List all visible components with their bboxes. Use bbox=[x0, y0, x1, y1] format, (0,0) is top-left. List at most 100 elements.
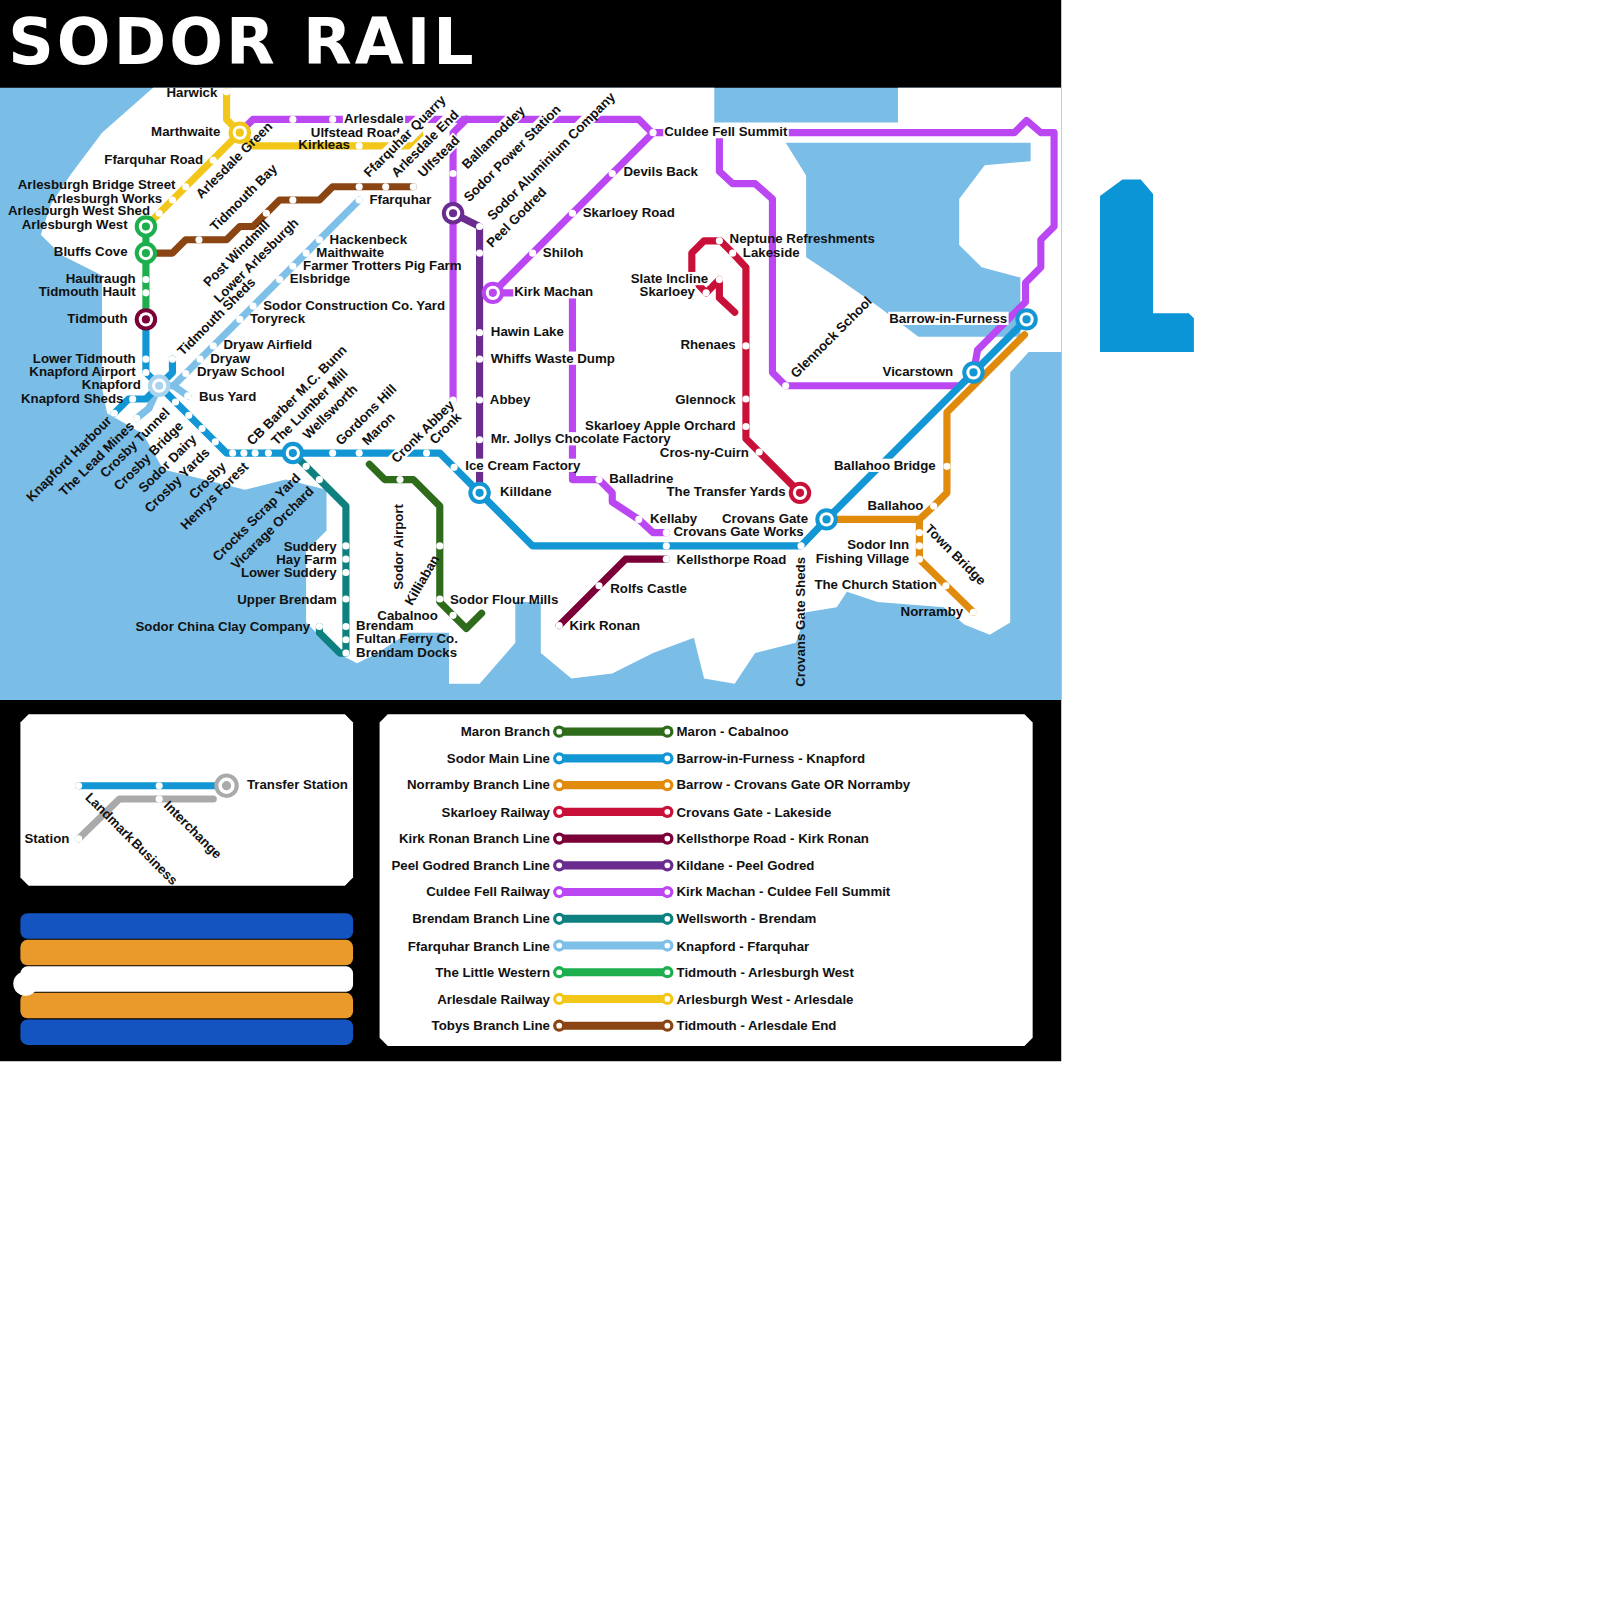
transfer-ring bbox=[472, 486, 486, 500]
legend-name: Maron Branch bbox=[461, 725, 550, 738]
transfer-ring bbox=[155, 382, 163, 390]
station-dot bbox=[703, 289, 710, 296]
station-label: Kellsthorpe Road bbox=[677, 553, 787, 566]
station-dot bbox=[172, 398, 179, 405]
map-title: SODOR RAIL bbox=[8, 11, 477, 74]
station-dot bbox=[742, 423, 749, 430]
transfer-ring bbox=[289, 449, 297, 457]
legend-name: Tobys Branch Line bbox=[432, 1019, 550, 1032]
station-label: Dryaw bbox=[210, 352, 250, 365]
station-dot bbox=[649, 129, 656, 136]
legend-swatch bbox=[661, 832, 673, 844]
station-dot bbox=[169, 196, 176, 203]
legend-swatch bbox=[661, 913, 673, 925]
station-dot bbox=[276, 276, 283, 283]
legend-name: Peel Godred Branch Line bbox=[392, 859, 550, 872]
station-dot bbox=[329, 449, 336, 456]
route-description: Barrow - Crovans Gate OR Norramby bbox=[677, 778, 911, 791]
legend-swatch bbox=[553, 1020, 673, 1032]
legend-swatch bbox=[556, 916, 562, 922]
station-label: Ffarquhar Road bbox=[104, 153, 203, 166]
key-label: Transfer Station bbox=[247, 778, 348, 791]
sea bbox=[0, 88, 1061, 700]
legend-name: Culdee Fell Railway bbox=[426, 885, 550, 898]
legend-swatch bbox=[661, 752, 673, 764]
station-dot bbox=[609, 170, 616, 177]
station-dot bbox=[142, 276, 149, 283]
frame-black bbox=[0, 0, 1061, 1061]
station-dot bbox=[635, 516, 642, 523]
flag-stripes bbox=[13, 971, 37, 995]
station-label: Ice Cream Factory bbox=[464, 459, 581, 472]
station-dot bbox=[111, 88, 977, 656]
transfer-ring bbox=[1019, 312, 1033, 326]
legend-swatch bbox=[661, 806, 673, 818]
transfer-ring bbox=[139, 312, 153, 326]
station-dot bbox=[476, 436, 483, 443]
transfer-ring bbox=[442, 202, 464, 224]
legend-swatch bbox=[556, 943, 562, 949]
station-dot bbox=[797, 542, 804, 549]
legend-swatch bbox=[553, 913, 565, 925]
station-label: Cros-ny-Cuirn bbox=[660, 445, 749, 458]
station-label: Ballahoo bbox=[867, 498, 923, 511]
legend-swatch bbox=[556, 809, 562, 815]
station-label: Skarloey Apple Orchard bbox=[585, 419, 736, 432]
station-dot bbox=[342, 649, 349, 656]
station-dot bbox=[303, 249, 310, 256]
legend-swatch bbox=[664, 836, 670, 842]
legend-swatch bbox=[556, 756, 562, 762]
key-sample bbox=[156, 782, 163, 789]
legend-name: Ffarquhar Branch Line bbox=[408, 939, 550, 952]
station-dot bbox=[195, 236, 202, 243]
station-dot bbox=[182, 183, 189, 190]
legend-swatch bbox=[664, 729, 670, 735]
station-label: Devils Back bbox=[623, 165, 697, 178]
station-dot bbox=[289, 116, 296, 123]
legend-swatch bbox=[553, 993, 673, 1005]
station-dot bbox=[142, 289, 149, 296]
station-dot bbox=[742, 342, 749, 349]
legend-swatch bbox=[559, 995, 667, 1003]
station-dot bbox=[223, 88, 230, 95]
legend-swatch bbox=[559, 941, 667, 949]
transfer-ring bbox=[282, 442, 304, 464]
station-dot bbox=[436, 595, 443, 602]
station-dot bbox=[289, 263, 296, 270]
legend-swatch bbox=[556, 862, 562, 868]
legend-swatch bbox=[664, 943, 670, 949]
flag-stripes bbox=[20, 940, 353, 966]
station-dot bbox=[229, 449, 236, 456]
transfer-ring bbox=[482, 282, 504, 304]
rail-line bbox=[240, 119, 1054, 385]
station-label: Norramby bbox=[901, 605, 964, 618]
legend-swatch bbox=[664, 916, 670, 922]
station-dot bbox=[942, 582, 949, 589]
legend-swatch bbox=[556, 836, 562, 842]
station-label: Bus Yard bbox=[199, 389, 256, 402]
transfer-ring bbox=[819, 512, 833, 526]
station-label: Brendam Docks bbox=[356, 645, 457, 658]
legend-swatch bbox=[556, 1023, 562, 1029]
rail-line bbox=[319, 627, 346, 654]
station-label: Vicarstown bbox=[883, 365, 954, 378]
station-dot bbox=[410, 183, 417, 190]
station-dot bbox=[342, 569, 349, 576]
station-dot bbox=[316, 236, 323, 243]
station-label: Dryaw Airfield bbox=[223, 338, 312, 351]
station-label: Knapford bbox=[82, 378, 141, 391]
transfer-ring bbox=[476, 489, 484, 497]
legend-swatch bbox=[559, 781, 667, 789]
key-sample bbox=[156, 795, 163, 802]
legend-swatch bbox=[553, 832, 673, 844]
station-dot bbox=[240, 449, 247, 456]
station-dot bbox=[436, 542, 443, 549]
transfer-ring bbox=[135, 242, 157, 264]
station-dot bbox=[184, 392, 191, 399]
station-label: Culdee Fell Summit bbox=[663, 125, 788, 138]
transfer-ring bbox=[135, 121, 1038, 530]
legend-swatch bbox=[661, 939, 673, 951]
station-dot bbox=[212, 438, 219, 445]
station-label: Abbey bbox=[490, 392, 531, 405]
legend-swatches bbox=[553, 726, 673, 1032]
